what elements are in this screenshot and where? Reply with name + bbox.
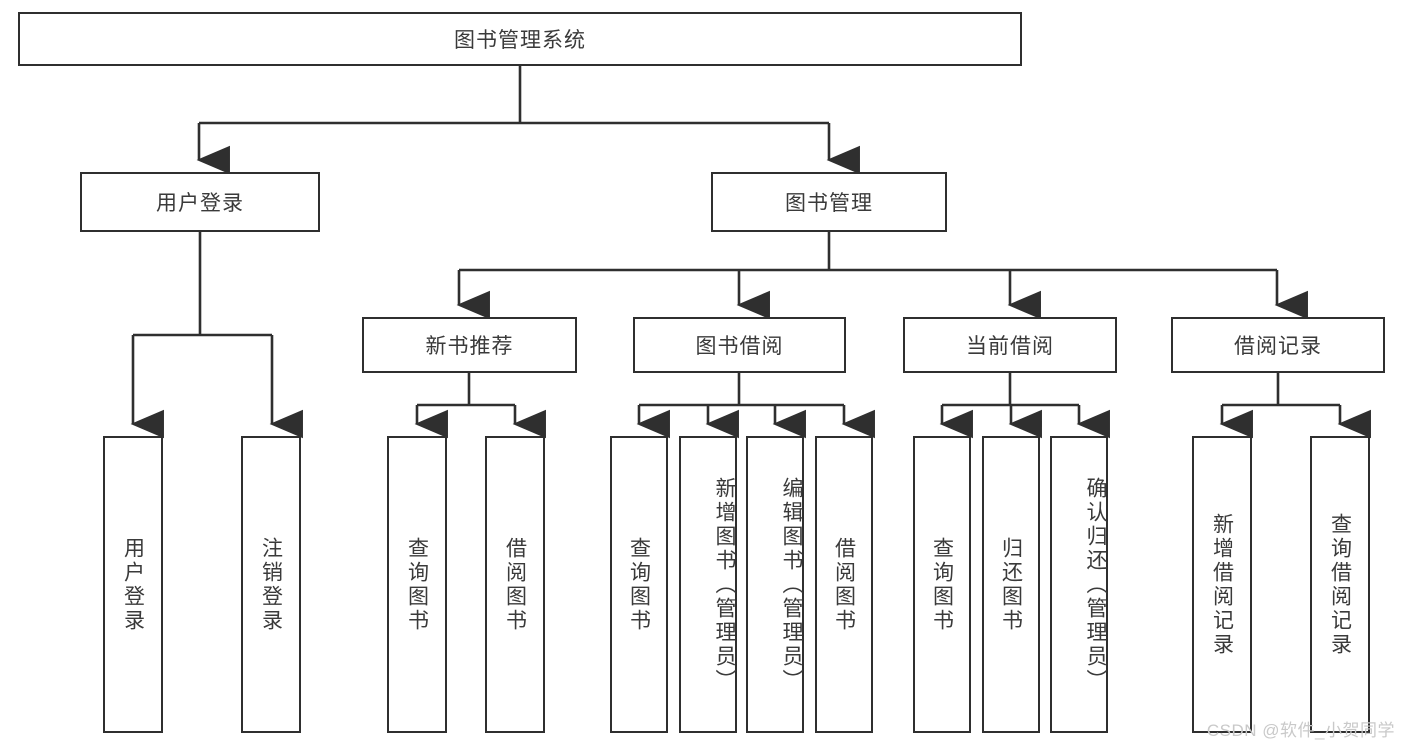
leaf-node-label: 查询图书 (930, 536, 954, 633)
node-book-management[interactable]: 图书管理 (711, 172, 947, 232)
leaf-node-label: 编辑图书（管理员） (780, 476, 803, 693)
leaf-node-label: 查询借阅记录 (1328, 512, 1352, 657)
leaf-node[interactable]: 注销登录 (241, 436, 301, 733)
node-root[interactable]: 图书管理系统 (18, 12, 1022, 66)
leaf-node-label: 借阅图书 (832, 536, 856, 633)
leaf-node-label: 新增图书（管理员） (713, 476, 736, 693)
node-current-borrow[interactable]: 当前借阅 (903, 317, 1117, 373)
node-root-label: 图书管理系统 (454, 29, 586, 52)
leaf-node-label: 注销登录 (259, 536, 283, 633)
leaf-node[interactable]: 新增图书（管理员） (679, 436, 737, 733)
leaf-node[interactable]: 查询图书 (387, 436, 447, 733)
leaf-node-label: 用户登录 (121, 536, 145, 633)
node-new-book-recommend[interactable]: 新书推荐 (362, 317, 577, 373)
node-book-borrow-label: 图书借阅 (695, 335, 784, 358)
leaf-node-label: 归还图书 (999, 536, 1023, 633)
leaf-node[interactable]: 确认归还（管理员） (1050, 436, 1108, 733)
leaf-node[interactable]: 用户登录 (103, 436, 163, 733)
leaf-node[interactable]: 新增借阅记录 (1192, 436, 1252, 733)
leaf-node[interactable]: 借阅图书 (485, 436, 545, 733)
node-user-login[interactable]: 用户登录 (80, 172, 320, 232)
node-new-book-recommend-label: 新书推荐 (425, 335, 514, 358)
leaf-node-label: 查询图书 (405, 536, 429, 633)
node-borrow-record-label: 借阅记录 (1234, 335, 1322, 358)
leaf-node-label: 新增借阅记录 (1210, 512, 1234, 657)
leaf-node[interactable]: 查询图书 (913, 436, 971, 733)
leaf-node[interactable]: 查询借阅记录 (1310, 436, 1370, 733)
leaf-node[interactable]: 借阅图书 (815, 436, 873, 733)
leaf-node[interactable]: 归还图书 (982, 436, 1040, 733)
leaf-node-label: 确认归还（管理员） (1084, 476, 1107, 693)
leaf-node-label: 借阅图书 (503, 536, 527, 633)
csdn-watermark: CSDN @软件_小贺同学 (1206, 721, 1395, 740)
leaf-node[interactable]: 查询图书 (610, 436, 668, 733)
node-user-login-label: 用户登录 (156, 192, 244, 215)
leaf-node[interactable]: 编辑图书（管理员） (746, 436, 804, 733)
node-borrow-record[interactable]: 借阅记录 (1171, 317, 1385, 373)
node-current-borrow-label: 当前借阅 (966, 335, 1054, 358)
node-book-borrow[interactable]: 图书借阅 (633, 317, 846, 373)
leaf-node-label: 查询图书 (627, 536, 651, 633)
node-book-management-label: 图书管理 (785, 192, 873, 215)
